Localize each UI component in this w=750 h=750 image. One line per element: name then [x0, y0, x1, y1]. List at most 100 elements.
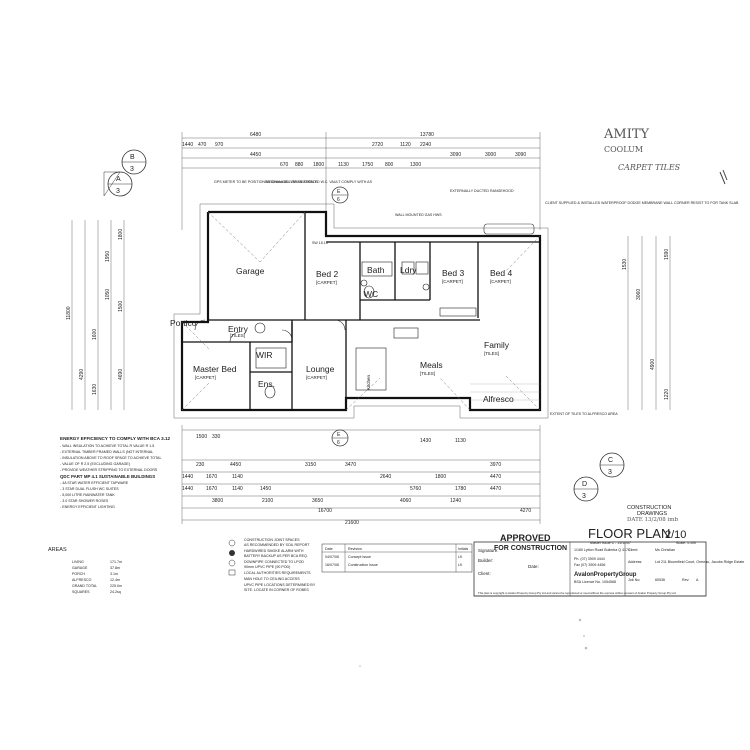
room-lounge: Lounge [306, 364, 335, 374]
dim-bottom-overall-a: 16700 [318, 508, 332, 514]
svg-text:04/07/06: 04/07/06 [325, 555, 339, 559]
svg-text:6: 6 [337, 197, 340, 203]
svg-text:MAN HOLE TO CEILING ACCESS: MAN HOLE TO CEILING ACCESS [244, 577, 300, 581]
svg-text:LK: LK [458, 555, 463, 559]
dim-left-6: 1500 [118, 301, 124, 312]
room-meals-floor: [TILES] [420, 371, 435, 376]
roof-hip-lines [181, 211, 541, 411]
room-entry: Entry [228, 324, 249, 334]
dim-bottom-9: 3970 [490, 462, 501, 468]
section-marker-c: C 3 [599, 452, 625, 478]
svg-text:A: A [696, 578, 699, 582]
sheet-number: 2/10 [665, 529, 686, 541]
svg-text:GRAND TOTAL: GRAND TOTAL [72, 584, 97, 588]
svg-text:APPROVED: APPROVED [500, 533, 551, 543]
alfresco-hatch [470, 383, 540, 401]
room-family-floor: [TILES] [484, 351, 499, 356]
svg-text:AS RECOMMENDED BY SOIL REPORT: AS RECOMMENDED BY SOIL REPORT [244, 543, 310, 547]
svg-text:DOWNPIPE CONNECTED TO LPOD: DOWNPIPE CONNECTED TO LPOD [244, 560, 304, 564]
dim-left-1: 4290 [79, 369, 85, 380]
note-externally-ducted: EXTERNALLY DUCTED RANGEHOOD [450, 189, 514, 193]
construction-stamp: CONSTRUCTION DRAWINGS DATE 13/2/08 imb [627, 505, 678, 523]
room-bed-3: Bed 3 [442, 268, 464, 278]
svg-text:LOCAL AUTHORITIES REQUIREMENTS: LOCAL AUTHORITIES REQUIREMENTS [244, 571, 311, 575]
svg-text:Client:: Client: [628, 548, 638, 552]
svg-text:SITE. LOCATE IN CORNER OF ROBE: SITE. LOCATE IN CORNER OF ROBES [244, 588, 309, 592]
svg-text:- 5,000 LITRE RAINWATER TANK: - 5,000 LITRE RAINWATER TANK [60, 493, 115, 497]
energy-notes: ENERGY EFFICIENCY TO COMPLY WITH BCA 3.1… [60, 436, 171, 509]
bottom-dimensions [181, 425, 541, 524]
svg-text:Client:: Client: [478, 571, 491, 576]
dim-right-3: 4900 [650, 359, 656, 370]
dim-bottom-24: 2100 [262, 498, 273, 504]
dim-bottom-1: 1500 [196, 434, 207, 440]
dim-top-11: 670 [280, 162, 289, 168]
svg-text:- WALL INSULATION TO ACHIEVE T: - WALL INSULATION TO ACHIEVE TOTAL R VAL… [60, 444, 154, 448]
svg-text:This plan is copyright to Aval: This plan is copyright to Avalon Propert… [478, 591, 677, 595]
sheet-title: FLOOR PLAN [588, 526, 670, 541]
svg-text:PORCH: PORCH [72, 572, 85, 576]
eave-outline [173, 203, 549, 419]
room-bed-2-floor: [CARPET] [316, 280, 337, 285]
dim-right-a: 4270 [520, 508, 531, 514]
svg-text:Ms Christian: Ms Christian [655, 548, 675, 552]
svg-text:Address:: Address: [628, 560, 642, 564]
svg-text:D: D [582, 481, 587, 488]
dim-bottom-6: 4450 [230, 462, 241, 468]
svg-text:Ph. (07) 3909 4444: Ph. (07) 3909 4444 [574, 557, 605, 561]
dim-bottom-5: 230 [196, 462, 205, 468]
fixtures [194, 261, 477, 399]
room-bed-2: Bed 2 [316, 269, 338, 279]
top-dimensions [181, 132, 541, 230]
dim-bottom-10: 1440 [182, 474, 193, 480]
svg-text:- 3.0 STAR SHOWER ROSES: - 3.0 STAR SHOWER ROSES [60, 499, 109, 503]
dim-right-1: 1530 [622, 259, 628, 270]
dim-bottom-3: 1430 [420, 438, 431, 444]
room-ldry: Ldry [400, 265, 417, 275]
room-master-bed-floor: [CARPET] [195, 375, 216, 380]
svg-text:CONSTRUCTION: CONSTRUCTION [627, 505, 671, 511]
dim-top-5: 1120 [400, 142, 411, 148]
dim-right-5: 1220 [664, 389, 670, 400]
note-gps: GPS METER TO BE POSITIONED 500mm BELOW M… [214, 180, 319, 184]
dim-right-4: 1590 [664, 249, 670, 260]
svg-text:171.7m: 171.7m [110, 560, 122, 564]
svg-text:DRAWINGS: DRAWINGS [637, 511, 667, 517]
dim-bottom-25: 3650 [312, 498, 323, 504]
room-bath: Bath [367, 265, 385, 275]
svg-text:E: E [337, 432, 341, 438]
revisions-table: Date Revision Initials 04/07/06 Concept … [321, 543, 473, 573]
svg-text:3: 3 [116, 188, 120, 195]
svg-text:6: 6 [337, 440, 340, 446]
note-mech-vent: MECHANICAL VENTILATION TO W.C. VAULT COM… [266, 180, 373, 184]
dim-bottom-27: 1240 [450, 498, 461, 504]
master-issue: Master Issue C - 11/11/07 [590, 541, 631, 545]
dim-left-overall: 11800 [66, 306, 72, 320]
section-marker-d: D 3 [573, 476, 599, 502]
dim-top-15: 1750 [362, 162, 373, 168]
dim-left-4: 1950 [105, 251, 111, 262]
dim-bottom-17: 1670 [206, 486, 217, 492]
svg-text:3: 3 [582, 493, 586, 500]
dim-bottom-2: 330 [212, 434, 221, 440]
dim-bottom-12: 1140 [232, 474, 243, 480]
dim-top-14: 1130 [338, 162, 349, 168]
room-portico: Portico [170, 318, 197, 328]
dim-bottom-14: 1800 [435, 474, 446, 480]
room-garage: Garage [236, 266, 265, 276]
legend-notes: CONSTRUCTION JOINT SPACES AS RECOMMENDED… [228, 538, 316, 592]
room-wc: WC [364, 289, 378, 299]
approved-stamp: APPROVED FOR CONSTRUCTION [494, 533, 567, 552]
svg-text:Builder:: Builder: [478, 558, 493, 563]
svg-text:ENERGY EFFICIENCY TO COMPLY WI: ENERGY EFFICIENCY TO COMPLY WITH BCA 3.1… [60, 436, 171, 441]
room-entry-floor: [TILES] [230, 333, 245, 338]
right-dimensions [627, 236, 671, 410]
svg-text:Fax (07) 3909 4456: Fax (07) 3909 4456 [574, 563, 605, 567]
svg-text:- ENERGY EFFICIENT LIGHTING: - ENERGY EFFICIENT LIGHTING [60, 505, 115, 509]
svg-text:Date: Date [325, 547, 333, 551]
dim-top-8: 3090 [450, 152, 461, 158]
svg-text:1/180 Lytton Road Bulimba Q 41: 1/180 Lytton Road Bulimba Q 4171 [574, 548, 630, 552]
dim-bottom-23: 3800 [212, 498, 223, 504]
svg-text:37.8m: 37.8m [110, 566, 120, 570]
